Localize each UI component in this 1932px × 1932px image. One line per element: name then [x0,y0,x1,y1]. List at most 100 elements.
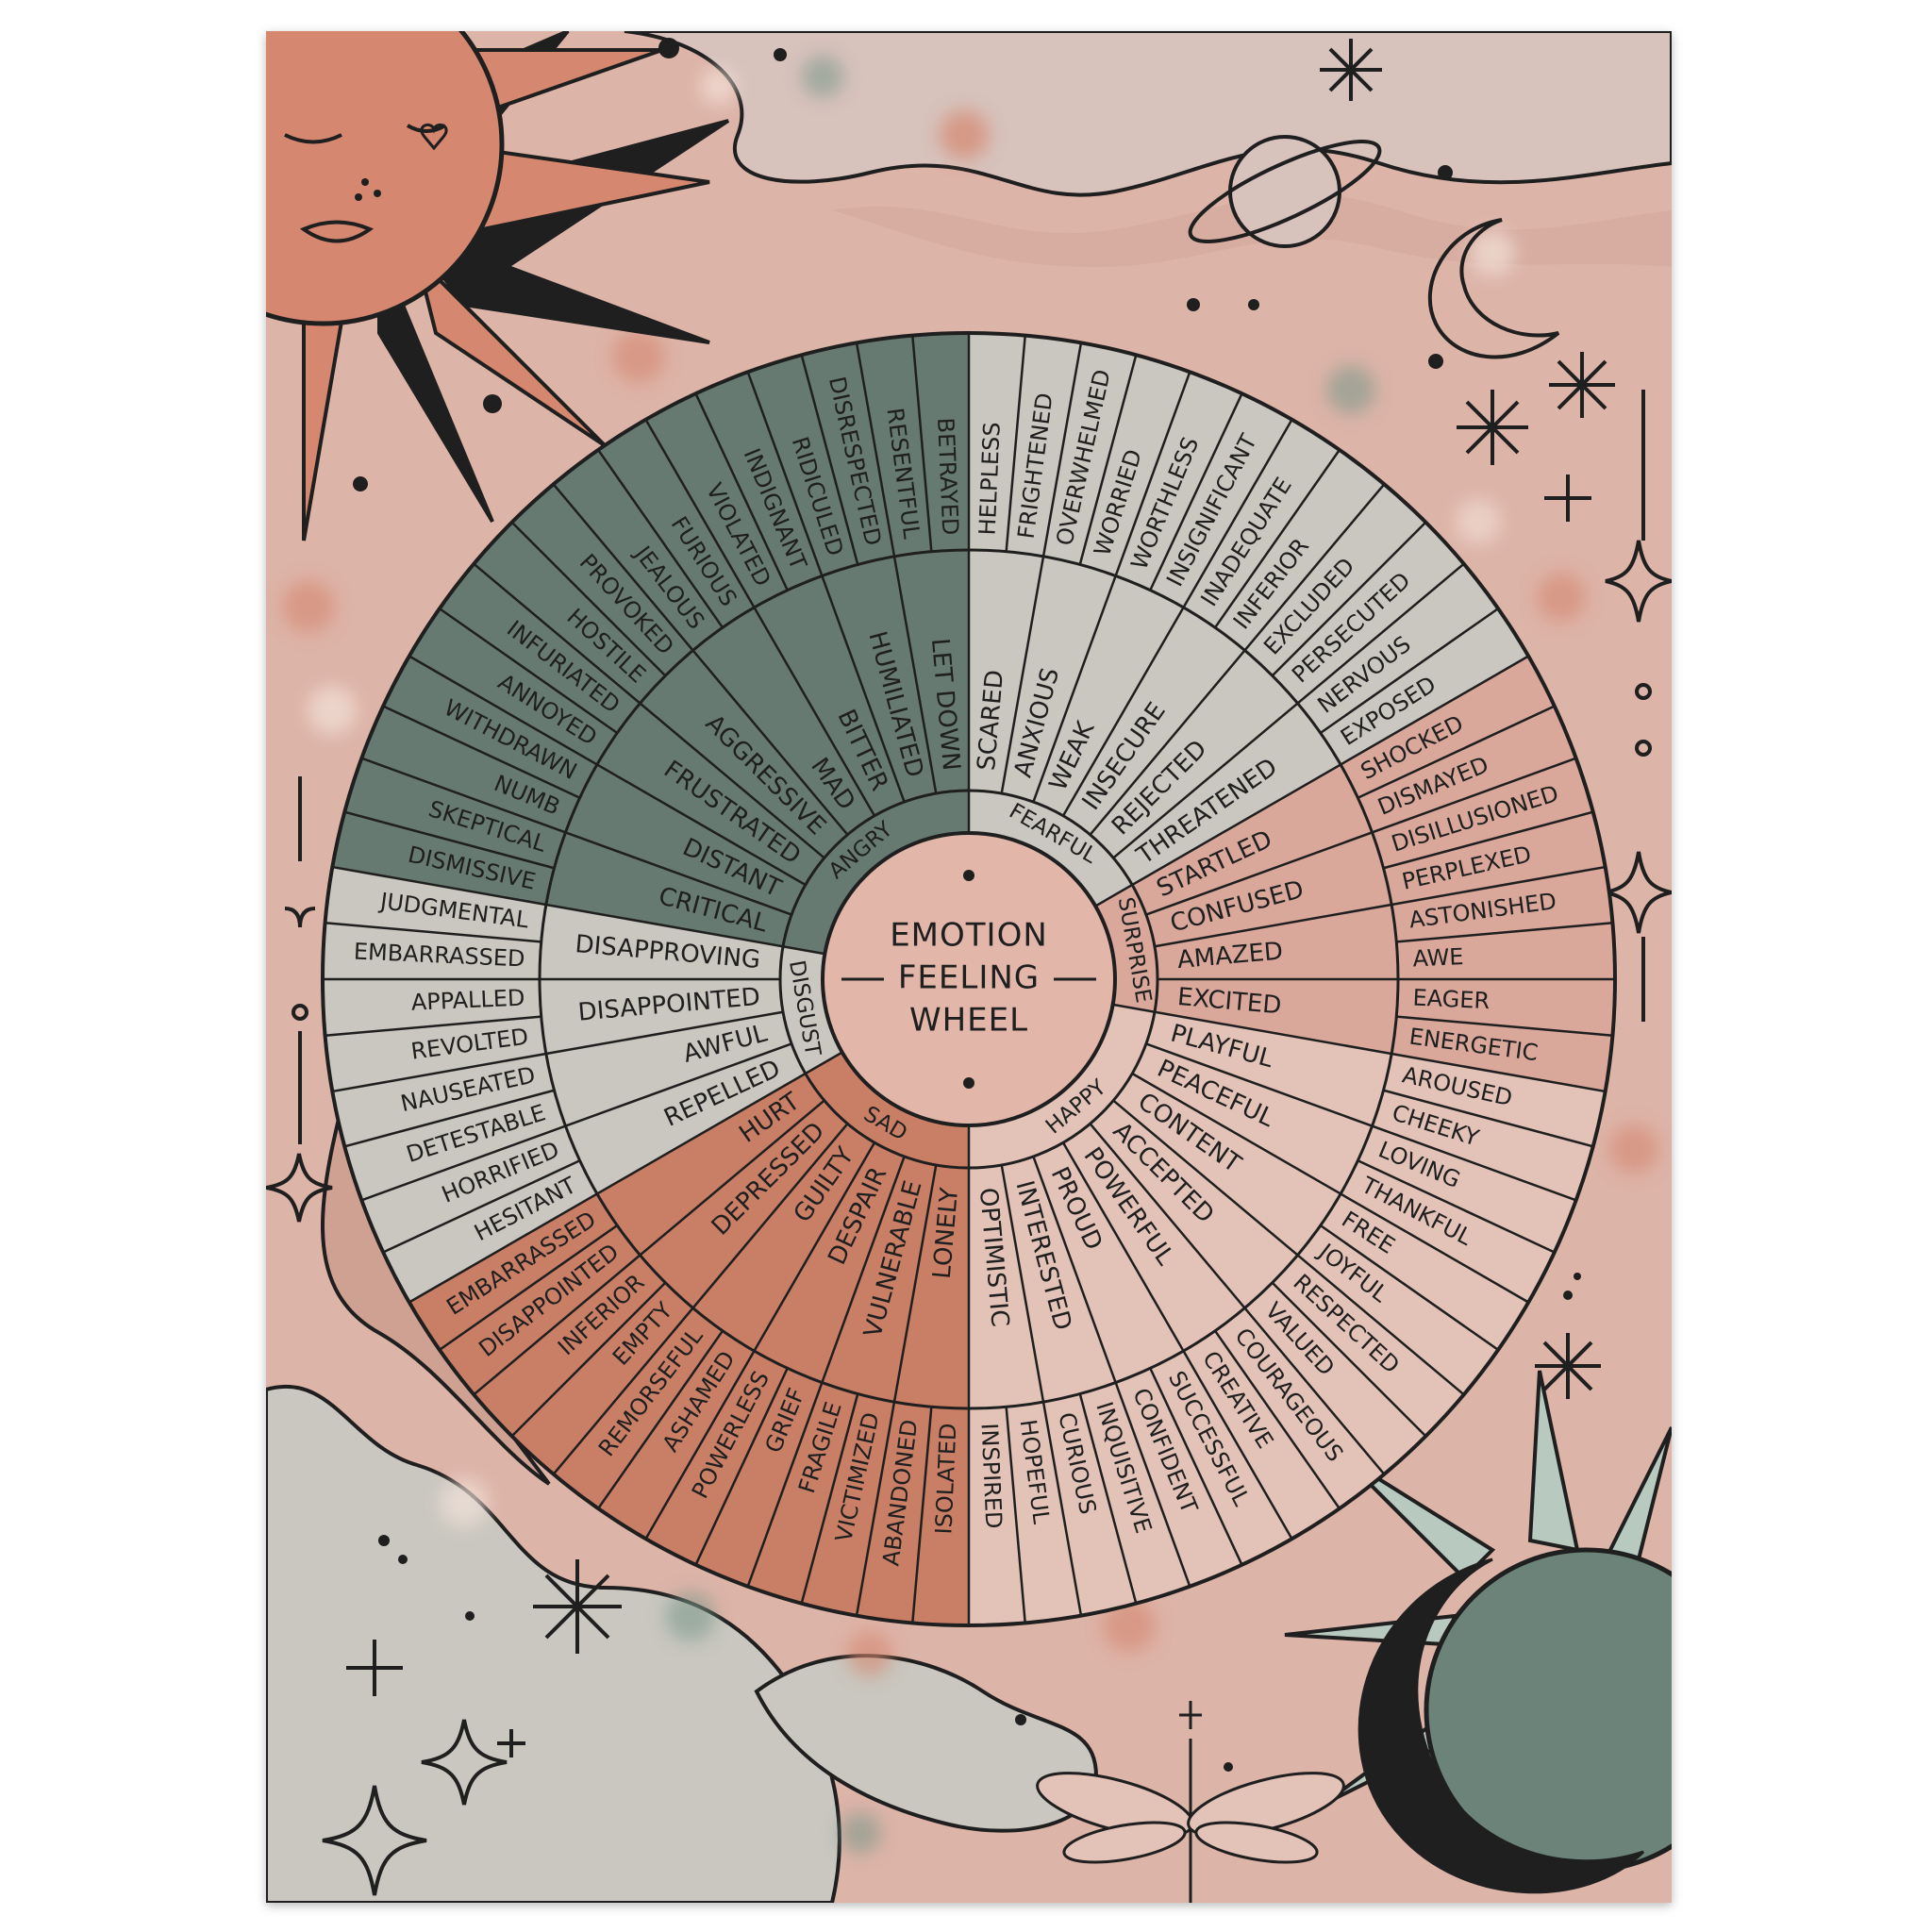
planet-icon [1188,135,1382,248]
core-band-surprise [1095,885,1158,1012]
moon-sun-icon [1284,1370,1672,1894]
center-disc [821,831,1117,1127]
outer-divider [694,1367,789,1566]
core-divider [1094,655,1529,908]
group-divider [1032,1156,1191,1588]
sparkle-icons [266,39,1672,1896]
ring-2 [538,548,1400,1410]
outer-divider [1078,1393,1138,1604]
group-divider [855,1164,938,1616]
outer-divider [1357,1159,1556,1254]
ornament-lines [284,390,1652,1144]
background-art [266,31,1672,1903]
outer-divider [382,1159,581,1254]
group-divider [1061,1141,1293,1540]
group-divider [746,371,906,803]
group-divider [552,483,849,836]
outer-divider [1383,1089,1593,1148]
group-divider [1145,1042,1577,1202]
outer-divider [1319,608,1499,735]
outer-divider [382,705,581,799]
group-divider [1000,342,1083,794]
group-divider [1145,757,1577,916]
ring-3 [321,331,1617,1627]
outer-divider [1271,521,1427,677]
title-line-3: WHEEL [909,1002,1028,1040]
center-dot-bottom [963,1077,974,1089]
outer-label-helpless: HELPLESS [974,422,1006,536]
outer-label-appalled: APPALLED [410,985,525,1016]
core-divider [332,865,825,956]
core-band-disgust [780,946,842,1074]
group-divider [1032,371,1191,803]
group-divider [1112,1099,1465,1396]
outer-label-eager: EAGER [1412,985,1491,1015]
center-dot-top [963,870,974,881]
outer-divider [911,1407,933,1624]
outer-divider [1005,335,1026,552]
blurred-dots [282,56,1658,1854]
outer-divider [1213,1329,1341,1509]
group-divider [360,757,792,916]
wheel-center: EMOTION FEELING WHEEL [821,831,1117,1127]
group-divider [644,1141,876,1540]
dots [353,38,1581,1772]
outer-divider [344,1089,555,1148]
group-divider [746,1156,906,1588]
outer-divider [597,449,724,629]
outer-divider [694,392,789,591]
outer-divider [1078,355,1138,565]
sector-happy [969,1011,1606,1625]
cloud-shape-top [624,31,1672,197]
crescent-moon-icon [1427,218,1560,359]
outer-divider [1213,449,1341,629]
core-band-sad [805,1052,969,1168]
group-divider [1089,483,1386,836]
outer-divider [1396,922,1613,943]
outer-divider [1396,1015,1613,1037]
core-band-happy [969,1004,1155,1168]
group-divider [473,1099,825,1396]
outer-divider [597,1329,724,1509]
group-divider [644,419,876,817]
outer-divider [1005,1407,1026,1624]
dragonfly-icon [1036,1701,1345,1903]
group-divider [1089,1123,1386,1475]
group-divider [332,1010,784,1093]
wheel-lines [321,331,1617,1627]
outer-label-inspired: INSPIRED [976,1423,1008,1529]
wheel-sectors [322,333,1615,1625]
outer-divider [510,1281,667,1438]
outer-divider [1271,1281,1427,1438]
group-divider [1061,419,1293,817]
outer-divider [800,1393,859,1604]
core-divider [408,1051,843,1304]
title-line-2: FEELING [898,959,1040,997]
group-divider [1131,1072,1529,1304]
sector-angry [332,333,969,947]
outer-divider [325,1015,541,1037]
group-divider [855,342,938,794]
sector-surprise [1132,656,1615,1091]
title-line-1: EMOTION [890,917,1048,955]
core-band-fearful [969,791,1133,907]
outer-divider [1357,705,1556,799]
group-divider [1112,562,1465,859]
outer-divider [1149,392,1243,591]
outer-divider [911,335,933,552]
core-band-angry [783,791,969,955]
outer-divider [510,521,667,677]
outer-divider [439,1224,619,1351]
group-divider [473,562,825,859]
group-divider [552,1123,849,1475]
group-divider [1000,1164,1083,1616]
group-divider [1154,865,1606,948]
outer-label-isolated: ISOLATED [930,1423,961,1535]
sun-face-icon [266,31,730,541]
sector-sad [408,1074,969,1625]
group-divider [360,1042,792,1202]
outer-divider [439,608,619,735]
outer-label-awe: AWE [1412,943,1464,972]
